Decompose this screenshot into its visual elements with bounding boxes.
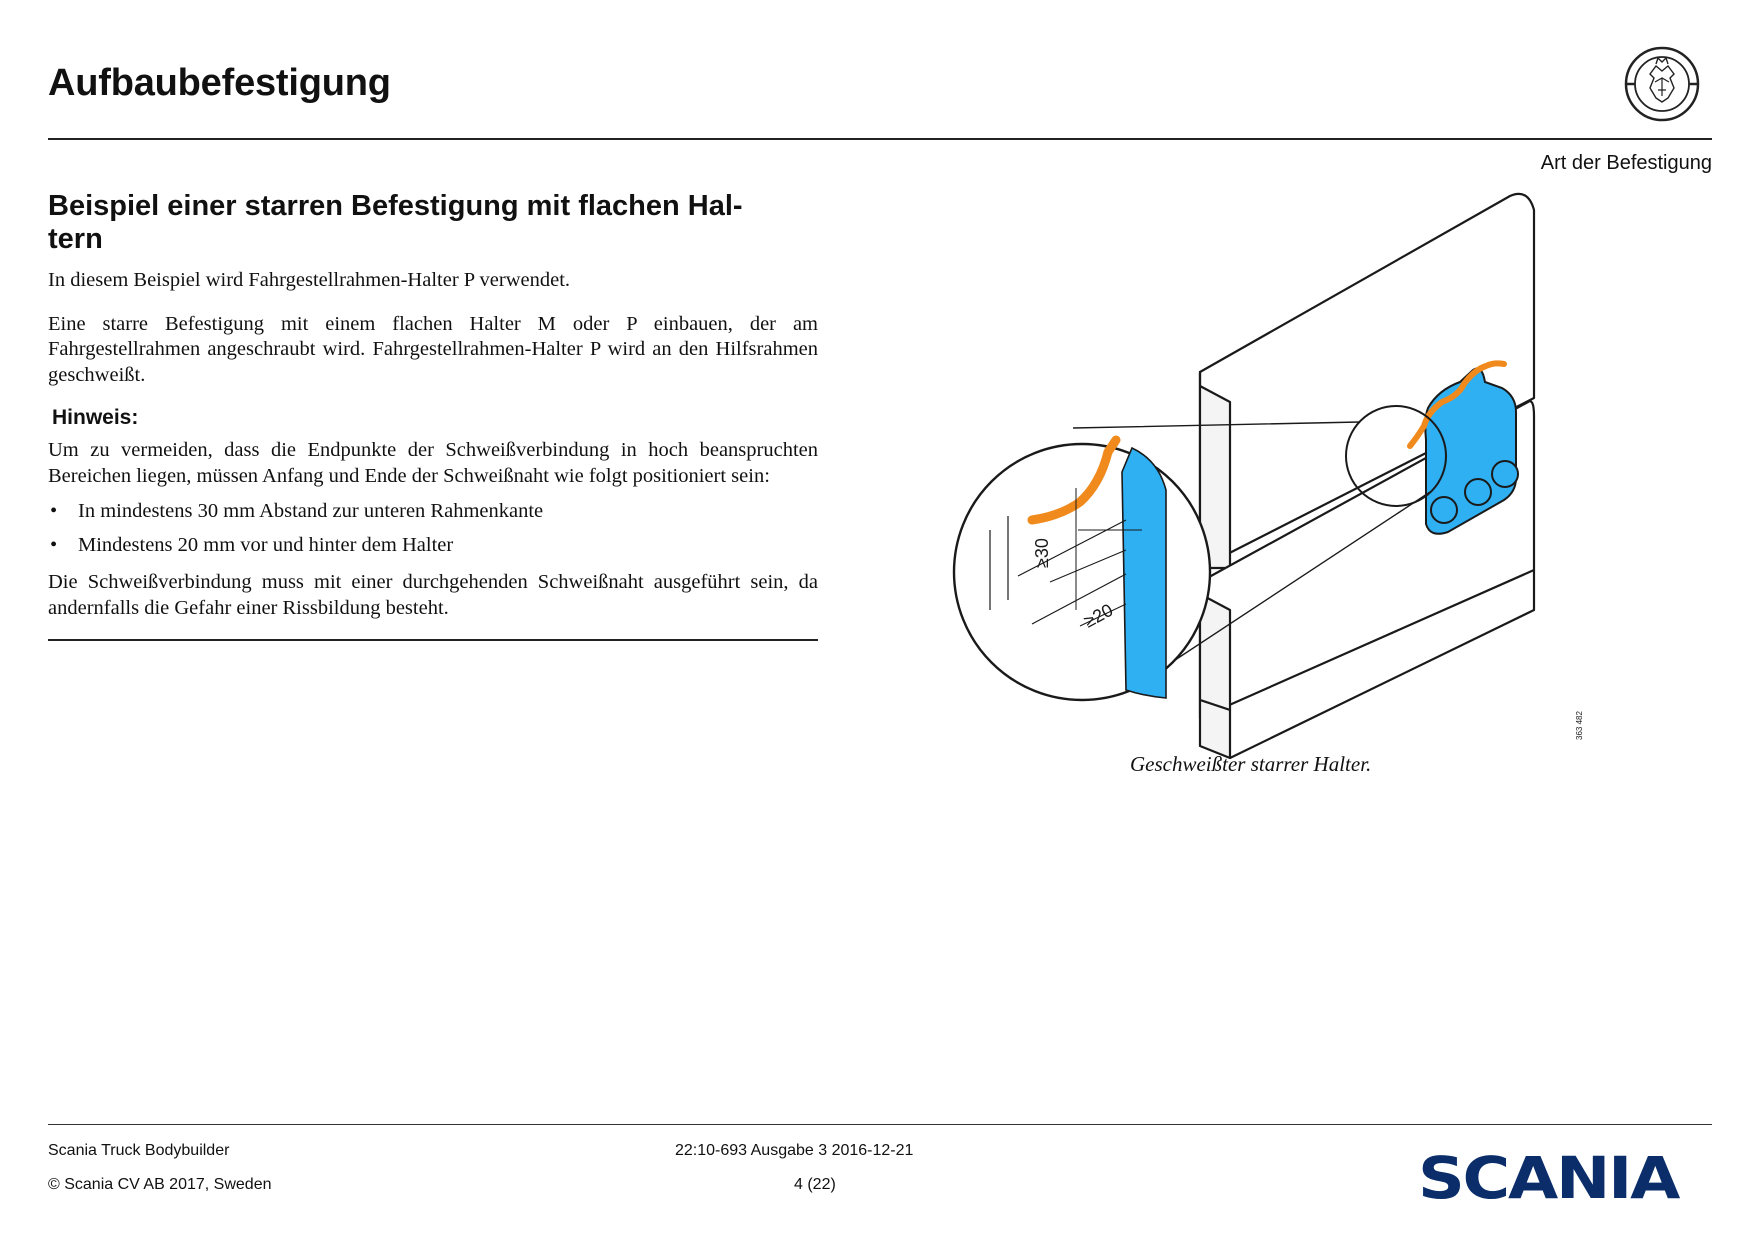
footer-document-number: 22:10-693 Ausgabe 3 2016-12-21 (675, 1142, 914, 1159)
section-heading-line2: tern (48, 223, 103, 255)
detail-magnifier (952, 435, 1212, 702)
bullet-marker: • (50, 500, 58, 522)
scania-logo: SCANIA (1418, 1144, 1680, 1212)
footer-publication: Scania Truck Bodybuilder (48, 1142, 230, 1159)
bracket-bolts (1430, 460, 1519, 524)
note-heading: Hinweis: (52, 406, 139, 429)
closing-paragraph: Die Schweißverbindung muss mit einer dur… (48, 571, 818, 619)
section-heading: Beispiel einer starren Befestigung mit f… (48, 190, 818, 256)
detail-callout-circle (1345, 405, 1447, 507)
bolt-icon (1464, 478, 1492, 506)
list-item: • Mindestens 20 mm vor und hinter dem Hal… (48, 533, 818, 559)
content-column: Beispiel einer starren Befestigung mit f… (48, 190, 818, 641)
page-title: Aufbaubefestigung (48, 62, 391, 104)
intro-paragraph: In diesem Beispiel wird Fahrgestellrahme… (48, 269, 571, 291)
weld-seam (1407, 360, 1507, 449)
detail-weld (1027, 435, 1121, 525)
header-rule (48, 138, 1712, 140)
rail-bottom-flange (1198, 698, 1232, 760)
section-heading-line1: Beispiel einer starren Befestigung mit f… (48, 190, 743, 222)
list-item-text: Mindestens 20 mm vor und hinter dem Halt… (78, 533, 454, 556)
detail-bracket (1121, 446, 1167, 699)
welded-bracket-illustration: ≥30 ≥20 363 482 (952, 192, 1584, 760)
mounting-paragraph: Eine starre Befestigung mit einem flache… (48, 312, 818, 386)
dimension-label-30: ≥30 (1032, 538, 1052, 568)
bolt-icon (1430, 496, 1458, 524)
footer-copyright: © Scania CV AB 2017, Sweden (48, 1176, 272, 1193)
footer-page-number: 4 (22) (794, 1176, 836, 1193)
bullet-marker: • (50, 533, 58, 556)
weld-position-list: • In mindestens 30 mm Abstand zur unteren… (48, 499, 818, 558)
note-intro: Um zu vermeiden, dass die Endpunkte der … (48, 439, 818, 487)
upper-rail-web (1198, 192, 1536, 570)
scania-griffin-emblem-icon (1624, 46, 1700, 122)
image-number: 363 482 (1575, 711, 1584, 740)
list-item: • In mindestens 30 mm Abstand zur unteren… (48, 499, 818, 525)
section-label: Art der Befestigung (1540, 152, 1712, 174)
footer-rule (48, 1124, 1712, 1125)
list-item-text: In mindestens 30 mm Abstand zur unteren … (78, 500, 544, 522)
bolt-icon (1491, 460, 1519, 488)
callout-leader (1072, 421, 1431, 667)
content-rule (48, 639, 818, 641)
figure-caption: Geschweißter starrer Halter. (1130, 752, 1372, 776)
